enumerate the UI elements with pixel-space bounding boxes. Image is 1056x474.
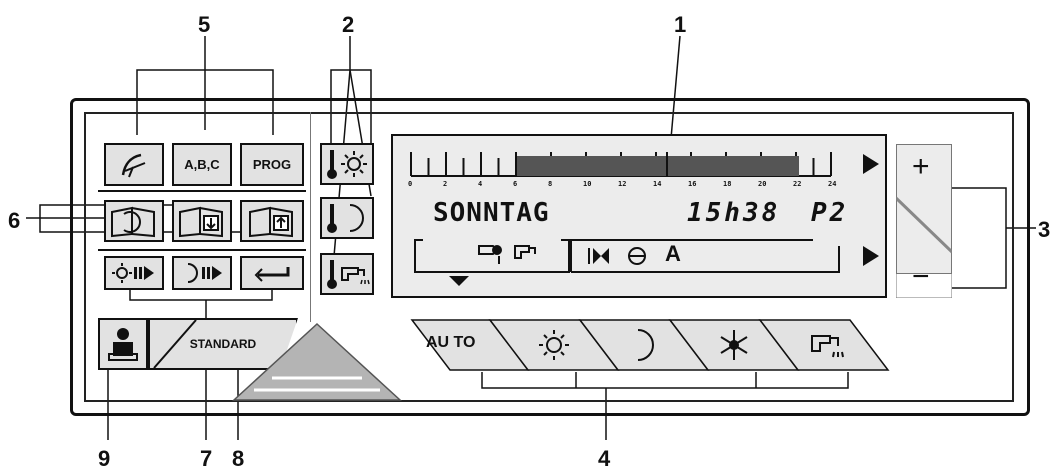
heating-curve-icon <box>121 153 146 177</box>
mode-selector-strip <box>410 319 890 371</box>
comfort-forward-button[interactable] <box>104 256 164 290</box>
triangle-shape <box>232 322 402 401</box>
dhw-temp-button[interactable] <box>320 253 374 295</box>
technician-button[interactable] <box>98 318 148 370</box>
tap-small-icon <box>514 245 536 259</box>
divider-line <box>310 112 311 322</box>
callout-9: 9 <box>98 446 111 471</box>
delete-button[interactable] <box>240 200 304 242</box>
callout-4: 4 <box>598 446 611 471</box>
time-scale-label: 12 <box>618 180 627 188</box>
insert-book-icon <box>179 206 223 238</box>
callout-1: 1 <box>674 12 687 37</box>
sun-icon <box>539 330 569 360</box>
time-scale-label: 6 <box>513 180 518 188</box>
day-of-week: SONNTAG <box>433 198 550 228</box>
time-scale-label: 14 <box>653 180 662 188</box>
standard-button[interactable]: STANDARD <box>148 318 298 370</box>
standard-slash <box>153 319 197 369</box>
panel-inner-frame <box>84 112 1014 402</box>
return-button[interactable] <box>240 256 304 290</box>
thermometer-moon-icon <box>327 204 364 233</box>
abc-button[interactable]: A,B,C <box>172 143 232 186</box>
callout-8: 8 <box>232 446 245 471</box>
dhw-mode-button[interactable] <box>758 319 890 371</box>
return-icon <box>254 267 290 282</box>
plus-button[interactable]: + <box>912 150 930 183</box>
time-scale-label: 4 <box>478 180 483 188</box>
time-scale-label: 18 <box>723 180 732 188</box>
mode-letter: A <box>665 241 681 266</box>
time-scale-label: 22 <box>793 180 802 188</box>
moon-icon <box>637 329 654 361</box>
snowflake-icon <box>720 330 748 360</box>
delete-book-icon <box>249 206 293 238</box>
technician-icon <box>108 328 138 361</box>
thermometer-sun-icon <box>327 150 367 179</box>
time-bar-graph <box>410 152 879 286</box>
callout-2: 2 <box>342 12 355 37</box>
time-scale-label: 2 <box>443 180 448 188</box>
moon-forward-icon <box>187 263 222 283</box>
auto-mode-label: AU TO <box>426 334 476 351</box>
copy-program-button[interactable] <box>104 200 164 242</box>
panel-outer-frame <box>70 98 1030 416</box>
group-separator <box>98 249 306 251</box>
time-scale-label: 16 <box>688 180 697 188</box>
plus-minus-divider <box>896 144 952 298</box>
minus-button[interactable]: − <box>912 260 930 293</box>
callout-6: 6 <box>8 208 21 233</box>
tap-icon <box>811 335 844 358</box>
heating-curve-button[interactable] <box>104 143 164 186</box>
pump-icon <box>628 247 646 265</box>
thermometer-tap-icon <box>327 260 370 289</box>
reduced-temp-button[interactable] <box>320 197 374 239</box>
callout-3: 3 <box>1038 217 1051 242</box>
copy-book-icon <box>111 206 155 238</box>
time-scale-label: 8 <box>548 180 553 188</box>
time-scale-label: 10 <box>583 180 592 188</box>
callout-5: 5 <box>198 12 211 37</box>
insert-button[interactable] <box>172 200 232 242</box>
clock-time: 15h38 <box>687 198 781 228</box>
prog-button[interactable]: PROG <box>240 143 304 186</box>
callout-7: 7 <box>200 446 213 471</box>
sun-forward-icon <box>112 263 154 283</box>
eye-icon <box>478 245 502 264</box>
reduced-forward-button[interactable] <box>172 256 232 290</box>
valve-icon <box>588 248 609 264</box>
program-indicator: P2 <box>811 198 849 228</box>
time-scale-label: 0 <box>408 180 413 188</box>
time-scale-label: 20 <box>758 180 767 188</box>
group-separator <box>98 190 306 192</box>
time-scale-label: 24 <box>828 180 837 188</box>
comfort-temp-button[interactable] <box>320 143 374 185</box>
